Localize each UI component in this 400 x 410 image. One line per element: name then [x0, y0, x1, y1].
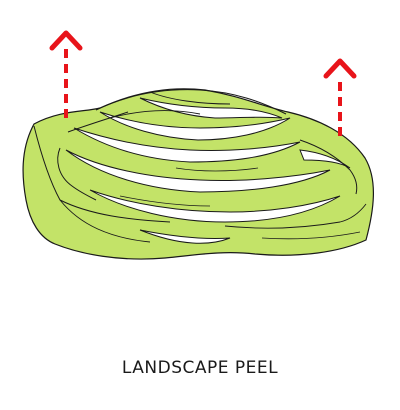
contour-line [299, 139, 358, 195]
contour-line [119, 195, 211, 207]
arrow-up-dashed-right [323, 58, 357, 136]
peel-gap [139, 97, 283, 119]
peel-gap [139, 229, 231, 244]
front-face-line [224, 203, 367, 229]
contour-line [175, 167, 259, 172]
peel-gap [89, 189, 341, 223]
front-face-line [59, 199, 151, 243]
diagram-caption: LANDSCAPE PEEL [121, 358, 279, 378]
peel-gap [65, 149, 331, 193]
landscape-peel-diagram [22, 30, 374, 260]
peel-gap [73, 127, 301, 163]
contour-line [67, 111, 129, 133]
contour-line [95, 89, 287, 115]
contour-line [149, 91, 231, 105]
contour-line [109, 110, 201, 119]
contour-line [57, 147, 97, 201]
peel-gap [99, 111, 291, 141]
front-face-line [261, 231, 361, 240]
arrow-up-dashed-left [49, 30, 83, 118]
peel-gap [299, 149, 351, 169]
